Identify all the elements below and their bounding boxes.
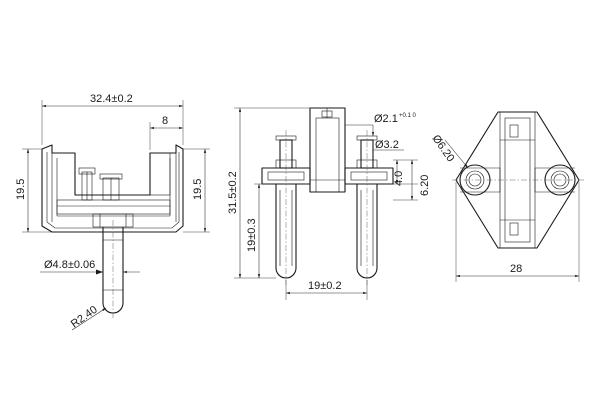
side-pin-diameter-dim: Ø4.8±0.06 — [44, 259, 95, 271]
side-view: 32.4±0.2 8 19.5 19.5 Ø4.8±0.06 R2.40 — [15, 93, 210, 330]
front-pin-spacing-dim: 19±0.2 — [308, 280, 342, 292]
top-width-dim: 28 — [510, 263, 522, 275]
front-collar-offset-dim: 6.20 — [419, 175, 431, 196]
front-collar-diameter-dim: Ø3.2 — [375, 139, 399, 151]
front-hole-diameter-dim: Ø2.1 — [374, 113, 398, 125]
front-collar-height-dim: 4.0 — [393, 171, 405, 186]
front-right-pin — [356, 130, 378, 285]
front-pin-length-dim: 19±0.3 — [246, 218, 258, 252]
side-tip-radius-dim: R2.40 — [69, 304, 100, 331]
front-left-pin — [275, 130, 297, 285]
side-height-right-dim: 19.5 — [192, 179, 204, 200]
side-housing — [41, 144, 184, 233]
side-pin — [102, 220, 124, 320]
side-top-dim: 8 — [162, 115, 168, 127]
side-height-left-dim: 19.5 — [15, 179, 27, 200]
front-hole-tolerance-dim: +0.1 0 — [399, 113, 417, 119]
front-view: Ø2.1 +0.1 0 Ø3.2 31.5±0.2 19±0.3 19±0.2 … — [227, 107, 431, 300]
front-base — [261, 167, 394, 185]
top-view: Ø6.20 28 — [430, 111, 584, 282]
side-width-dim: 32.4±0.2 — [90, 93, 133, 105]
front-total-height-dim: 31.5±0.2 — [227, 171, 239, 214]
top-hole-diameter-dim: Ø6.20 — [430, 133, 457, 164]
front-housing — [309, 107, 346, 193]
